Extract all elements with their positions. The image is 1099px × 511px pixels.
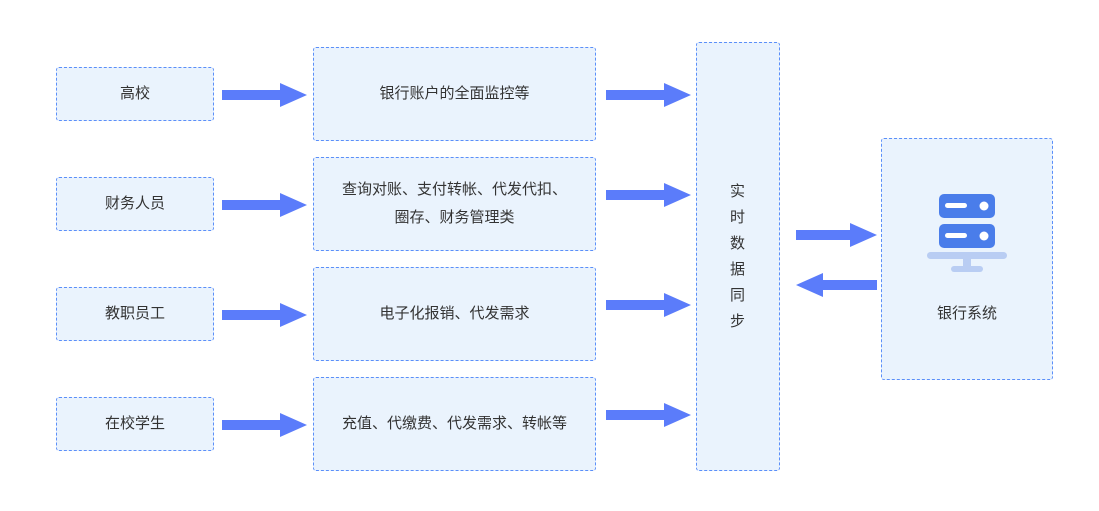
service-node-2[interactable]: 查询对账、支付转帐、代发代扣、 圈存、财务管理类 [313, 157, 596, 251]
realtime-sync-node[interactable]: 实 时 数 据 同 步 [696, 42, 780, 471]
arrow-actor-1-to-service-1 [222, 82, 308, 108]
arrow-service-2-to-hub [606, 182, 692, 208]
server-icon [925, 190, 1009, 282]
arrow-actor-3-to-service-3 [222, 302, 308, 328]
service-node-4-label: 充值、代缴费、代发需求、转帐等 [341, 415, 567, 432]
actor-node-3[interactable]: 教职员工 [56, 287, 214, 341]
actor-node-4[interactable]: 在校学生 [56, 397, 214, 451]
service-node-3-label: 电子化报销、代发需求 [379, 305, 530, 322]
arrow-actor-2-to-service-2 [222, 192, 308, 218]
actor-node-2[interactable]: 财务人员 [56, 177, 214, 231]
service-node-4[interactable]: 充值、代缴费、代发需求、转帐等 [313, 377, 596, 471]
arrow-actor-4-to-service-4 [222, 412, 308, 438]
bank-system-node[interactable]: 银行系统 [881, 138, 1053, 380]
service-node-1[interactable]: 银行账户的全面监控等 [313, 47, 596, 141]
service-node-3[interactable]: 电子化报销、代发需求 [313, 267, 596, 361]
bank-system-label: 银行系统 [936, 305, 997, 322]
realtime-sync-label: 实 时 数 据 同 步 [729, 182, 746, 330]
actor-node-2-label: 财务人员 [104, 195, 165, 212]
actor-node-1-label: 高校 [119, 85, 150, 102]
actor-node-3-label: 教职员工 [104, 305, 165, 322]
arrow-service-1-to-hub [606, 82, 692, 108]
arrow-bank-to-hub [796, 272, 878, 298]
service-node-1-label: 银行账户的全面监控等 [379, 85, 530, 102]
arrow-service-3-to-hub [606, 292, 692, 318]
service-node-2-label: 查询对账、支付转帐、代发代扣、 圈存、财务管理类 [341, 181, 567, 226]
arrow-hub-to-bank [796, 222, 878, 248]
actor-node-1[interactable]: 高校 [56, 67, 214, 121]
arrow-service-4-to-hub [606, 402, 692, 428]
actor-node-4-label: 在校学生 [104, 415, 165, 432]
